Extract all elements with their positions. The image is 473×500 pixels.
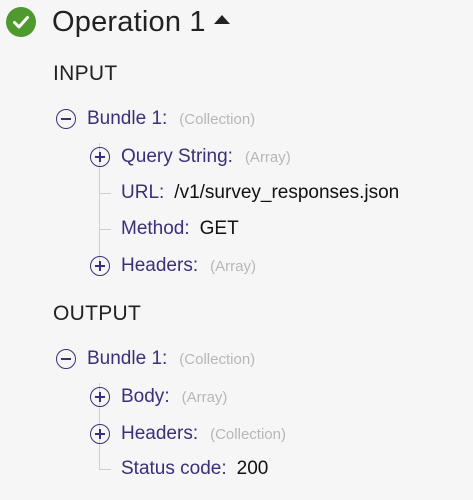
url-value: /v1/survey_responses.json [174,182,400,203]
input-query-string-row: Query String: (Array) [90,142,291,172]
output-headers-row: Headers: (Collection) [90,419,286,449]
input-section-label: INPUT [53,62,118,85]
operation-header: Operation 1 [6,4,230,40]
input-bundle-key: Bundle 1 [87,108,163,129]
collapse-toggle-icon[interactable] [56,349,76,369]
method-value: GET [199,218,239,239]
input-headers-type: (Array) [210,257,256,275]
collapse-toggle-icon[interactable] [56,109,76,129]
method-key: Method [121,218,185,239]
status-code-value: 200 [236,458,269,479]
input-tree-branch [99,229,111,230]
input-bundle-row: Bundle 1: (Collection) [56,104,255,134]
input-headers-key: Headers [121,255,193,276]
expand-toggle-icon[interactable] [90,387,110,407]
query-string-key: Query String [121,146,228,167]
operation-title: Operation 1 [52,5,206,38]
output-headers-type: (Collection) [210,425,286,443]
input-url-row: URL: /v1/survey_responses.json [121,182,400,203]
output-bundle-row: Bundle 1: (Collection) [56,344,255,374]
check-circle-icon [6,7,36,37]
input-method-row: Method: GET [121,218,239,239]
body-type: (Array) [181,388,228,406]
url-key: URL [121,182,160,203]
output-headers-key: Headers [121,423,193,444]
output-bundle-key: Bundle 1 [87,348,163,369]
expand-toggle-icon[interactable] [90,424,110,444]
expand-toggle-icon[interactable] [90,256,110,276]
output-status-code-row: Status code: 200 [121,458,269,479]
input-tree-line [99,143,100,265]
output-body-row: Body: (Array) [90,382,227,412]
body-key: Body [121,386,165,407]
query-string-type: (Array) [244,148,291,166]
output-tree-branch [99,469,111,470]
output-bundle-type: (Collection) [179,350,256,368]
expand-toggle-icon[interactable] [90,147,110,167]
input-bundle-type: (Collection) [179,110,256,128]
output-section-label: OUTPUT [53,302,142,325]
collapse-caret-icon[interactable] [213,14,230,24]
input-headers-row: Headers: (Array) [90,251,256,281]
status-code-key: Status code [121,458,222,479]
input-tree-branch [99,193,111,194]
